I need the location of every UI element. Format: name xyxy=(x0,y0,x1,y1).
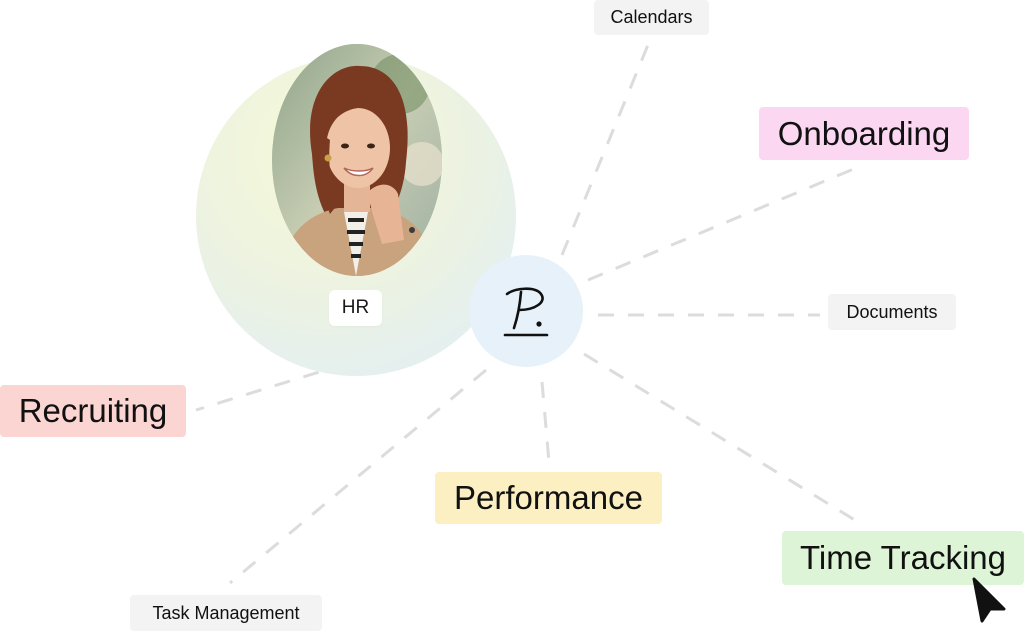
connector-calendars xyxy=(560,39,652,256)
node-calendars: Calendars xyxy=(594,0,709,35)
node-onboarding: Onboarding xyxy=(759,107,969,160)
arrow-cursor-icon xyxy=(972,577,1006,623)
connector-performance xyxy=(540,381,551,463)
hr-person-photo xyxy=(272,44,442,276)
hr-badge: HR xyxy=(329,290,382,326)
hub-logo xyxy=(469,255,583,367)
node-documents: Documents xyxy=(828,294,956,330)
connector-onboarding xyxy=(587,166,857,282)
node-task-management: Task Management xyxy=(130,595,322,631)
signature-p-logo-icon xyxy=(503,287,549,337)
node-recruiting: Recruiting xyxy=(0,385,186,437)
node-performance: Performance xyxy=(435,472,662,524)
node-time-tracking: Time Tracking xyxy=(782,531,1024,585)
